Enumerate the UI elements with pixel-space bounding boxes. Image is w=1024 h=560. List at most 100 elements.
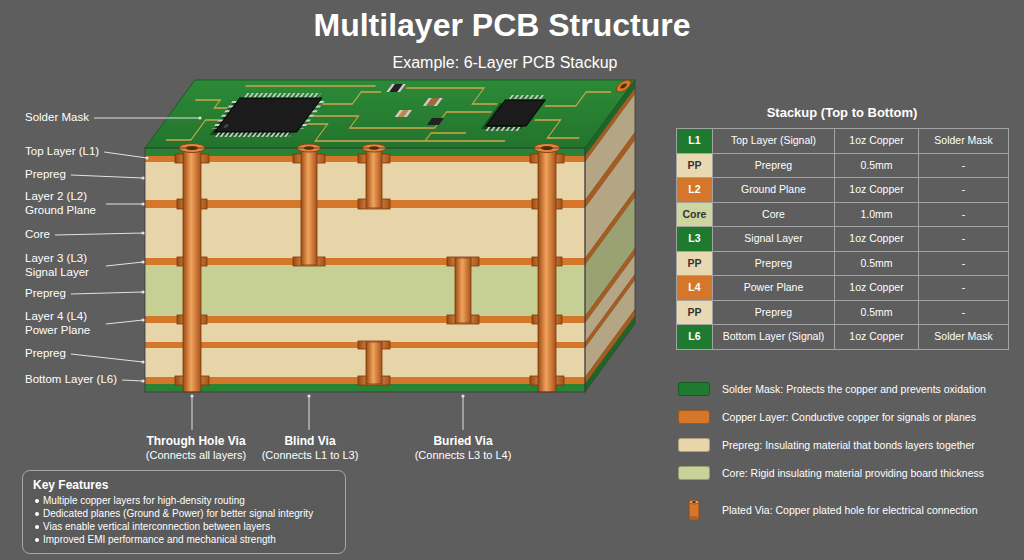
plated-via xyxy=(301,148,317,265)
leader-dot xyxy=(307,394,310,397)
legend-text: Core: Rigid insulating material providin… xyxy=(722,467,1014,480)
pcb-front-face xyxy=(145,377,585,384)
layer-label: Prepreg xyxy=(25,168,66,182)
copper-trace xyxy=(521,120,592,138)
table-cell: 1oz Copper xyxy=(834,177,919,203)
plated-via xyxy=(175,148,564,392)
ic-chip xyxy=(210,96,327,136)
pcb-top-surface xyxy=(145,80,635,148)
passive-component xyxy=(386,84,395,92)
copper-pad xyxy=(613,80,634,92)
leader-line xyxy=(104,152,147,158)
pcb-front-face xyxy=(145,265,585,316)
leader-dot xyxy=(145,156,148,159)
via-label: Buried Via xyxy=(433,434,492,448)
copper-trace xyxy=(322,92,381,104)
note-item: Vias enable vertical interconnection bet… xyxy=(33,520,335,533)
leader-line xyxy=(106,320,143,324)
legend-row: Prepreg: Insulating material that bonds … xyxy=(678,438,1014,452)
plated-via xyxy=(366,148,382,208)
layer-label: Prepreg xyxy=(25,287,66,301)
leader-line xyxy=(71,175,143,178)
legend-row: Plated Via: Copper plated hole for elect… xyxy=(678,498,1014,522)
ic-chip xyxy=(215,98,322,132)
via-icon xyxy=(689,516,699,520)
table-cell: L6 xyxy=(676,324,713,350)
table-cell: - xyxy=(918,300,1009,326)
table-cell: 1oz Copper xyxy=(834,324,919,350)
copper-pad xyxy=(619,84,628,89)
leader-line xyxy=(122,380,143,381)
table-cell: 0.5mm xyxy=(834,251,919,277)
passive-component xyxy=(404,110,412,117)
plated-via xyxy=(183,148,201,392)
via-note: (Connects L1 to L3) xyxy=(262,449,359,462)
ic-chip xyxy=(223,124,230,128)
leader-dot xyxy=(141,260,144,263)
layer-label: Layer 4 (L4) Power Plane xyxy=(25,310,101,338)
note-box: Key FeaturesMultiple copper layers for h… xyxy=(22,470,346,554)
leader-dot xyxy=(141,379,144,382)
table-cell: L3 xyxy=(676,226,713,252)
table-cell: Top Layer (Signal) xyxy=(712,128,835,154)
layer-label: Top Layer (L1) xyxy=(25,145,99,159)
table-cell: 1oz Copper xyxy=(834,275,919,301)
table-cell: Solder Mask xyxy=(918,324,1009,350)
note-item: Dedicated planes (Ground & Power) for be… xyxy=(33,507,335,520)
leader-line xyxy=(106,204,143,205)
table-cell: Prepreg xyxy=(712,251,835,277)
via-icon xyxy=(692,501,696,503)
passive-component xyxy=(362,84,469,125)
leader-dot xyxy=(141,202,144,205)
via-icon xyxy=(689,500,699,504)
leader-dot xyxy=(141,176,144,179)
leader-dot xyxy=(141,290,144,293)
layer-label: Core xyxy=(25,228,50,242)
pcb-front-face xyxy=(145,162,585,200)
layer-label: Prepreg xyxy=(25,347,66,361)
copper-pad xyxy=(613,80,634,92)
copper-trace xyxy=(425,133,466,141)
subtitle: Example: 6-Layer PCB Stackup xyxy=(393,53,618,72)
table-cell: 0.5mm xyxy=(834,153,919,179)
table-cell: Prepreg xyxy=(712,153,835,179)
table-cell: PP xyxy=(676,251,713,277)
leader-line xyxy=(192,396,193,430)
table-cell: - xyxy=(918,177,1009,203)
legend-row: Core: Rigid insulating material providin… xyxy=(678,466,1014,480)
leader-line xyxy=(463,396,464,430)
leader-line xyxy=(94,118,200,119)
ic-chip xyxy=(487,127,521,132)
table-cell: Core xyxy=(712,202,835,228)
table-cell: 1.0mm xyxy=(834,202,919,228)
layer-label: Solder Mask xyxy=(25,111,89,125)
table-cell: - xyxy=(918,251,1009,277)
table-cell: Ground Plane xyxy=(712,177,835,203)
plated-via xyxy=(455,258,471,323)
leader-dot xyxy=(190,394,193,397)
pcb-front-face xyxy=(145,323,585,342)
layer-label: Bottom Layer (L6) xyxy=(25,373,117,387)
table-cell: Signal Layer xyxy=(712,226,835,252)
leader-dot xyxy=(461,394,464,397)
diagram-title: Multilayer PCB Structure xyxy=(314,6,691,44)
ic-chip xyxy=(486,100,545,126)
note-item: Multiple copper layers for high-density … xyxy=(33,494,335,507)
copper-trace xyxy=(545,92,611,106)
legend-text: Plated Via: Copper plated hole for elect… xyxy=(722,504,1014,517)
table-cell: L4 xyxy=(676,275,713,301)
passive-component xyxy=(427,118,444,125)
pcb-front-face xyxy=(145,316,585,323)
passive-component xyxy=(386,84,406,92)
via-label: Blind Via xyxy=(284,434,335,448)
table-cell: - xyxy=(918,226,1009,252)
ic-chip xyxy=(481,97,548,129)
copper-trace xyxy=(246,85,376,87)
table-cell: - xyxy=(918,275,1009,301)
legend-text: Copper Layer: Conductive copper for sign… xyxy=(722,411,1014,424)
via-icon xyxy=(678,498,710,522)
plated-via xyxy=(538,148,556,392)
legend-row: Copper Layer: Conductive copper for sign… xyxy=(678,410,1014,424)
leader-dot xyxy=(141,360,144,363)
via-label: Through Hole Via xyxy=(146,434,245,448)
